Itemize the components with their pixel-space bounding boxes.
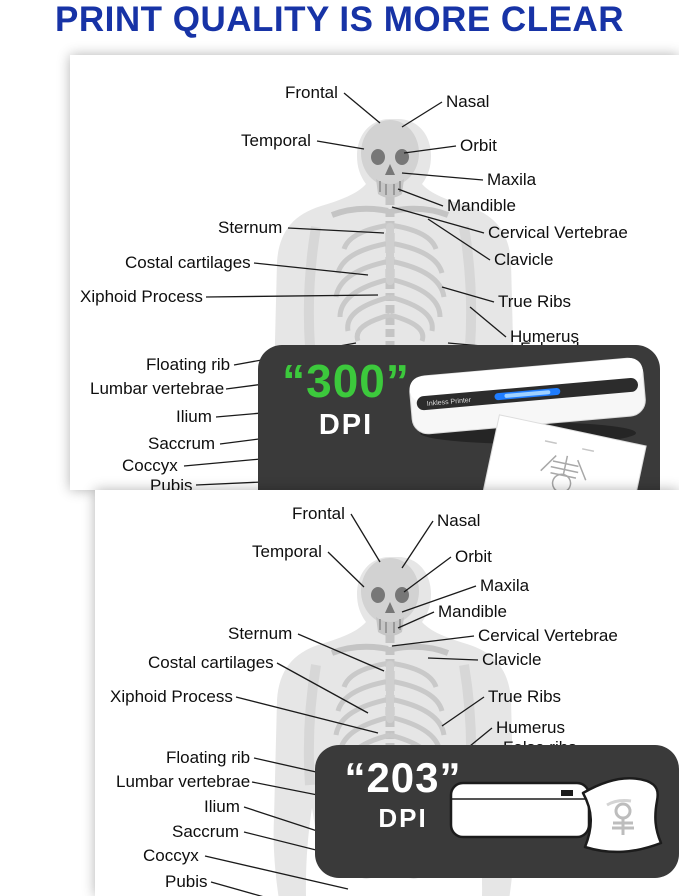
label-costal-cartilages: Costal cartilages bbox=[148, 653, 274, 672]
printer-body: Inkless Printer bbox=[409, 357, 646, 435]
label-lumbar-vertebrae: Lumbar vertebrae bbox=[90, 379, 225, 398]
label-humerus: Humerus bbox=[496, 718, 565, 737]
label-ilium: Ilium bbox=[176, 407, 212, 426]
label-cervical-vertebrae: Cervical Vertebrae bbox=[478, 626, 618, 645]
label-mandible: Mandible bbox=[438, 602, 507, 621]
label-coccyx: Coccyx bbox=[122, 456, 178, 475]
printer-photo-illustration: Inkless Printer THE HUMAN BODY bbox=[409, 357, 647, 490]
dpi-300-box: “300” DPI Inkless Printer bbox=[258, 345, 660, 490]
label-humerus: Humerus bbox=[510, 327, 579, 346]
label-cervical-vertebrae: Cervical Vertebrae bbox=[488, 223, 628, 242]
dpi-300-text: “300” DPI bbox=[266, 355, 426, 442]
dpi-203-panel: Frontal Temporal Sternum Costal cartilag… bbox=[95, 490, 679, 896]
label-nasal: Nasal bbox=[446, 92, 490, 111]
label-true-ribs: True Ribs bbox=[498, 292, 572, 311]
label-sternum: Sternum bbox=[228, 624, 293, 643]
label-maxila: Maxila bbox=[480, 576, 530, 595]
label-orbit: Orbit bbox=[460, 136, 497, 155]
printer-lineart-illustration bbox=[449, 777, 663, 854]
label-xiphoid-process: Xiphoid Process bbox=[80, 287, 203, 306]
leader-lines bbox=[204, 513, 500, 896]
label-pubis: Pubis bbox=[165, 872, 208, 891]
label-clavicle: Clavicle bbox=[482, 650, 542, 669]
skeleton-diagram-203 bbox=[204, 513, 679, 896]
label-orbit: Orbit bbox=[455, 547, 492, 566]
dpi-203-value: “203” bbox=[344, 754, 462, 801]
dpi-203-text: “203” DPI bbox=[323, 755, 483, 834]
printed-sheet-sharp: THE HUMAN BODY bbox=[481, 414, 647, 490]
label-sternum: Sternum bbox=[218, 218, 283, 237]
label-xiphoid-process: Xiphoid Process bbox=[110, 687, 233, 706]
printed-sheet-blurry bbox=[581, 777, 663, 854]
label-temporal: Temporal bbox=[241, 131, 311, 150]
label-temporal: Temporal bbox=[252, 542, 322, 561]
label-floating-rib: Floating rib bbox=[166, 748, 251, 767]
dpi-300-panel: Frontal Temporal Sternum Costal cartilag… bbox=[70, 55, 679, 490]
label-clavicle: Clavicle bbox=[494, 250, 554, 269]
label-floating-rib: Floating rib bbox=[146, 355, 231, 374]
printer-brand-text: Inkless Printer bbox=[427, 397, 472, 408]
label-frontal: Frontal bbox=[285, 83, 338, 102]
label-frontal: Frontal bbox=[292, 504, 345, 523]
label-pubis: Pubis bbox=[150, 476, 193, 490]
label-mandible: Mandible bbox=[447, 196, 516, 215]
label-true-ribs: True Ribs bbox=[488, 687, 562, 706]
label-coccyx: Coccyx bbox=[143, 846, 199, 865]
label-saccrum: Saccrum bbox=[148, 434, 216, 453]
label-lumbar-vertebrae: Lumbar vertebrae bbox=[116, 772, 251, 791]
dpi-203-box: “203” DPI bbox=[315, 745, 679, 878]
label-maxila: Maxila bbox=[487, 170, 537, 189]
dpi-300-value: “300” bbox=[282, 355, 410, 407]
page-title: PRINT QUALITY IS MORE CLEAR bbox=[55, 0, 624, 39]
label-saccrum: Saccrum bbox=[172, 822, 240, 841]
dpi-300-unit: DPI bbox=[318, 409, 374, 441]
label-costal-cartilages: Costal cartilages bbox=[125, 253, 251, 272]
dpi-203-unit: DPI bbox=[378, 803, 428, 833]
label-ilium: Ilium bbox=[204, 797, 240, 816]
label-nasal: Nasal bbox=[437, 511, 481, 530]
